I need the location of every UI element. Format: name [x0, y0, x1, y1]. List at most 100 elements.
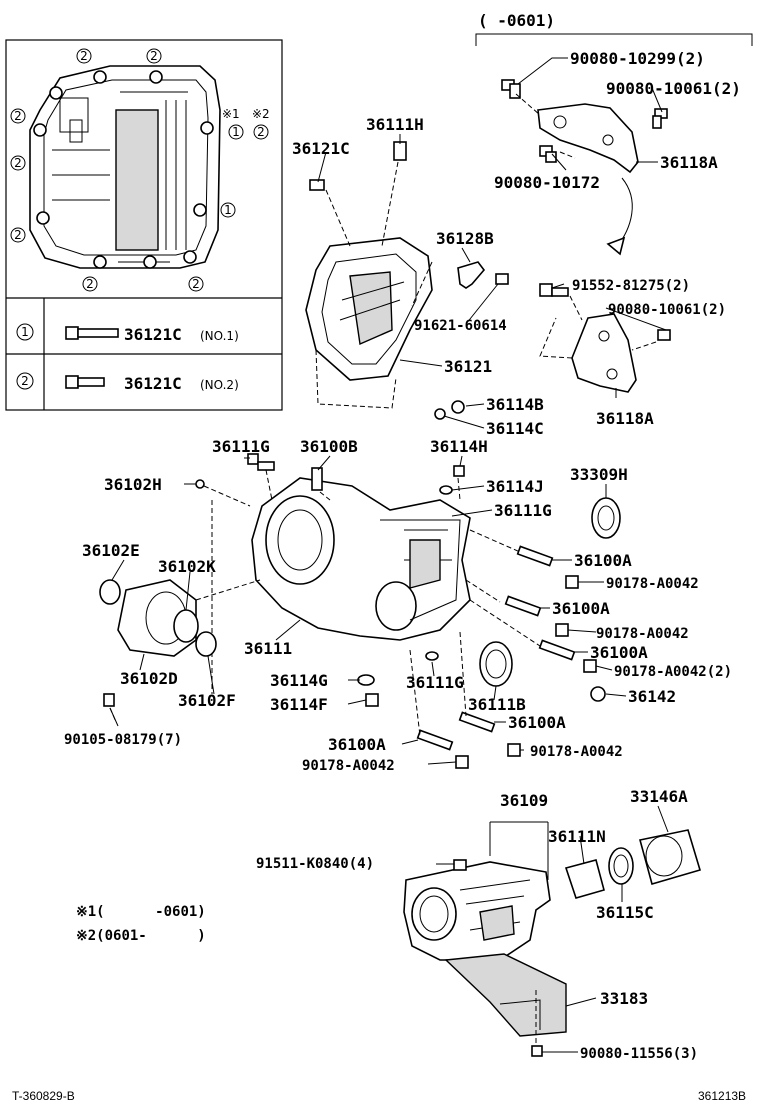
- label-36102D: 36102D: [120, 669, 178, 688]
- seal-36111B: [479, 641, 513, 687]
- bracket-36118A-lower: [571, 313, 637, 393]
- plug-36102H: [195, 479, 205, 489]
- marker-2: 2: [188, 276, 204, 292]
- support-33183: [444, 953, 567, 1037]
- label-91552-81275: 91552-81275(2): [572, 278, 690, 294]
- bolt-91621: [495, 273, 509, 285]
- svg-text:2: 2: [14, 156, 22, 170]
- marker-2: 2: [76, 48, 92, 64]
- label-90080-10061-a: 90080-10061(2): [606, 79, 741, 98]
- oring-36102K: [173, 609, 199, 643]
- gasket-36114J: [439, 485, 453, 495]
- bolt-36121C: [309, 179, 325, 191]
- label-36142: 36142: [628, 687, 676, 706]
- label-91621-60614: 91621-60614: [414, 318, 507, 334]
- label-33183: 33183: [600, 989, 648, 1008]
- case-bore-front: [265, 495, 335, 585]
- label-90178-d: 90178-A0042: [530, 744, 623, 760]
- plug-36114B: [451, 400, 465, 414]
- ring-36102E: [99, 579, 121, 605]
- label-36114H: 36114H: [430, 437, 488, 456]
- svg-text:2: 2: [192, 277, 200, 291]
- label-36111B: 36111B: [468, 695, 526, 714]
- label-90080-10061-b: 90080-10061(2): [608, 302, 726, 318]
- label-36115C: 36115C: [596, 903, 654, 922]
- label-36111N: 36111N: [548, 827, 606, 846]
- svg-text:2: 2: [86, 277, 94, 291]
- label-36102E: 36102E: [82, 541, 140, 560]
- label-90080-10172: 90080-10172: [494, 173, 600, 192]
- marker-2: 2: [10, 108, 26, 124]
- bolt-90105-08179: [103, 693, 115, 707]
- note-mark-1: ※1: [222, 107, 240, 121]
- marker-2: 2: [253, 124, 269, 140]
- sleeve-33146A: [639, 829, 701, 885]
- label-36100A-e: 36100A: [328, 735, 386, 754]
- svg-text:2: 2: [80, 49, 88, 63]
- label-36114F: 36114F: [270, 695, 328, 714]
- svg-text:1: 1: [232, 125, 240, 139]
- marker-circles: 2 2 2 2 2 2 2 2 1 1 ※1 ※2: [10, 48, 270, 292]
- gasket-36114G: [357, 674, 375, 686]
- bolt-90080-10061-b: [657, 329, 671, 341]
- label-36100B: 36100B: [300, 437, 358, 456]
- leader-lines: [109, 57, 669, 1053]
- label-90178-e: 90178-A0042: [302, 758, 395, 774]
- plug-stem: [257, 461, 275, 471]
- label-90178-a: 90178-A0042: [606, 576, 699, 592]
- stud-36100B: [311, 467, 323, 491]
- label-36118A-a: 36118A: [660, 153, 718, 172]
- bracket-36128B: [457, 261, 486, 289]
- label-36111H: 36111H: [366, 115, 424, 134]
- seal-36115C: [608, 847, 634, 885]
- footer-right-code: 361213B: [698, 1089, 746, 1103]
- label-91511-K0840: 91511-K0840(4): [256, 856, 374, 872]
- note-2: ※2(0601- ): [76, 928, 206, 944]
- seal-36102F: [195, 631, 217, 657]
- nut-90178-a: [565, 575, 579, 589]
- plug-36111G-c: [425, 651, 439, 661]
- marker-2: 2: [10, 155, 26, 171]
- label-36100A-a: 36100A: [574, 551, 632, 570]
- label-36102H: 36102H: [104, 475, 162, 494]
- nut-90178-b: [555, 623, 569, 637]
- nut-90178-d: [507, 743, 521, 757]
- svg-text:1: 1: [21, 325, 29, 339]
- footer-left-code: T-360829-B: [12, 1089, 75, 1103]
- svg-text:1: 1: [224, 203, 232, 217]
- marker-2: 2: [10, 227, 26, 243]
- svg-text:2: 2: [257, 125, 265, 139]
- range-bracket: ( -0601): [475, 11, 753, 46]
- marker-1: 1: [228, 124, 244, 140]
- svg-text:( -0601): ( -0601): [478, 11, 555, 30]
- label-36102F: 36102F: [178, 691, 236, 710]
- cover-plate-drawing: [29, 65, 221, 269]
- svg-text:(NO.1): (NO.1): [200, 329, 239, 343]
- label-36121: 36121: [444, 357, 492, 376]
- inset-legend-row-2: 2 36121C (NO.2): [16, 372, 239, 393]
- label-90178-c: 90178-A0042(2): [614, 664, 732, 680]
- bolt-icon: [65, 375, 79, 389]
- label-36111G-a: 36111G: [212, 437, 270, 456]
- note-1: ※1( -0601): [76, 904, 206, 920]
- label-33309H: 33309H: [570, 465, 628, 484]
- label-36109: 36109: [500, 791, 548, 810]
- seal-33309H: [591, 497, 621, 539]
- bolt-90080-11556: [531, 1045, 543, 1057]
- svg-text:2: 2: [21, 374, 29, 388]
- label-36114B: 36114B: [486, 395, 544, 414]
- svg-text:2: 2: [14, 228, 22, 242]
- nut-90178-e: [455, 755, 469, 769]
- bolt-shaft: [509, 83, 521, 99]
- bolt-shaft: [551, 287, 569, 297]
- plug-36142: [590, 686, 606, 702]
- label-36100A-d: 36100A: [508, 713, 566, 732]
- label-36100A-b: 36100A: [552, 599, 610, 618]
- inset-legend-row-1: 1 36121C (NO.1): [16, 323, 239, 344]
- svg-text:(NO.2): (NO.2): [200, 378, 239, 392]
- plug-36114F: [365, 693, 379, 707]
- inset-panel: 2 2 2 2 2 2 2 2 1 1 ※1 ※2 1 36121C (NO.1…: [5, 39, 283, 411]
- label-36114C: 36114C: [486, 419, 544, 438]
- label-90080-10299: 90080-10299(2): [570, 49, 705, 68]
